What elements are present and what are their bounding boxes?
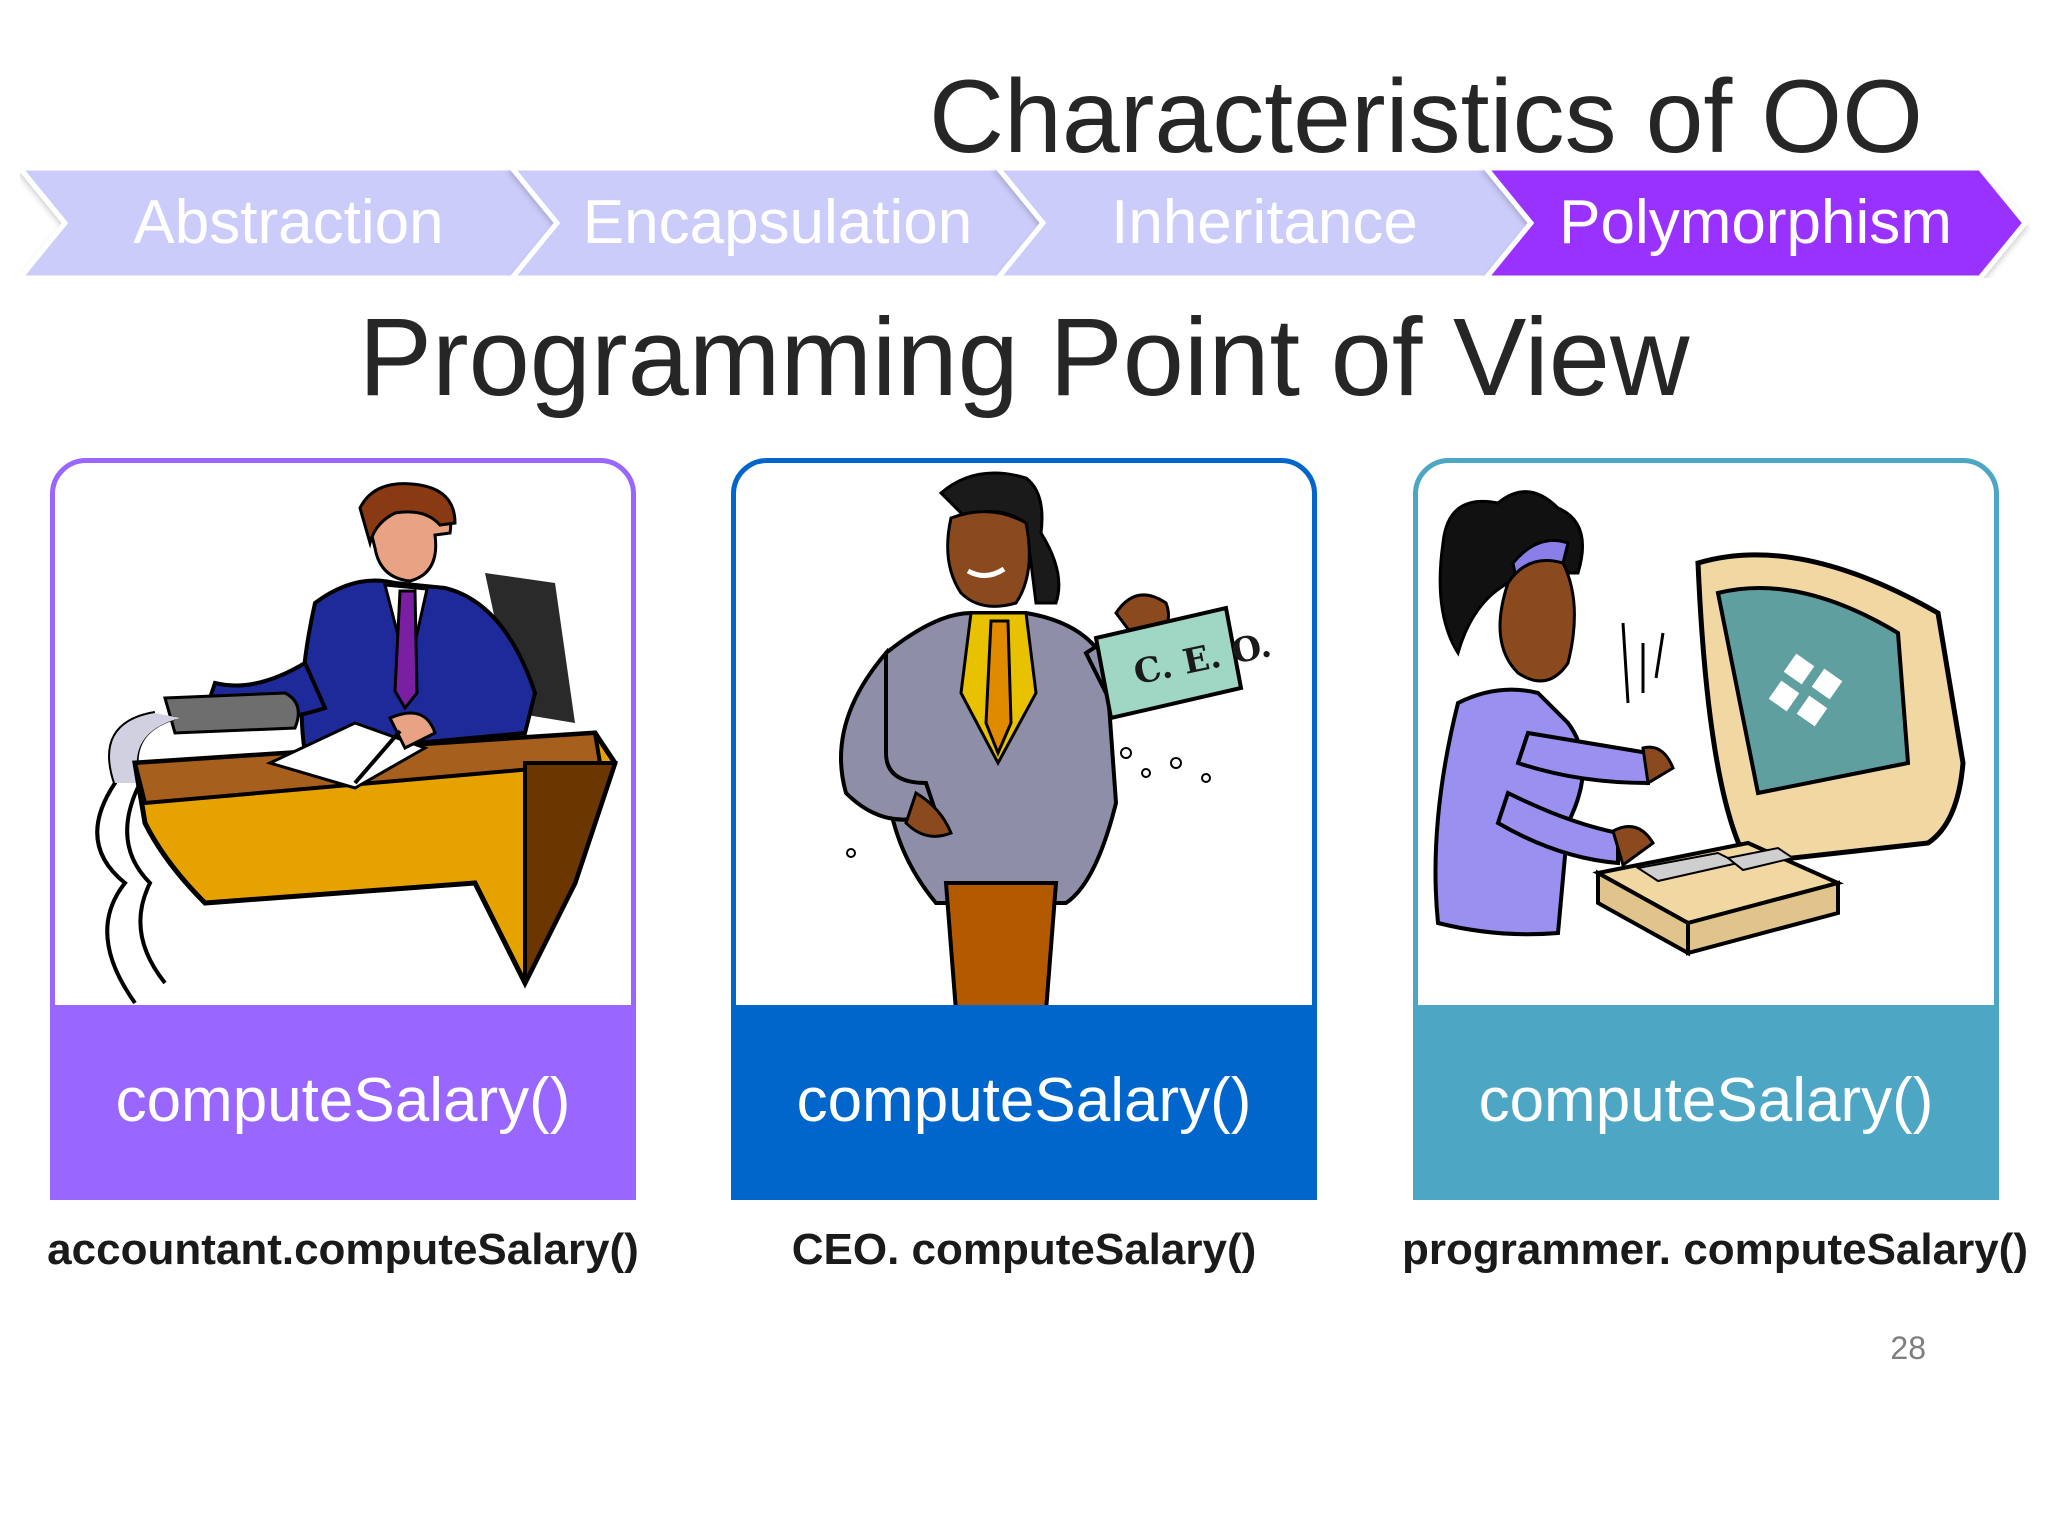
ceo-method-label: computeSalary(): [736, 1005, 1312, 1195]
programmer-card: computeSalary(): [1413, 458, 1999, 1200]
ceo-caption: CEO. computeSalary(): [791, 1225, 1257, 1274]
chevron-polymorphism: [1482, 168, 2029, 278]
programmer-at-computer-illustration: [1433, 490, 1966, 957]
slide-subtitle: Programming Point of View: [358, 296, 1690, 419]
step-label-inheritance: Inheritance: [1111, 188, 1418, 257]
accountant-method-label: computeSalary(): [55, 1005, 631, 1195]
chevron-inheritance: [994, 168, 1535, 278]
accountant-at-desk-illustration: [95, 482, 618, 1005]
step-label-abstraction: Abstraction: [133, 188, 444, 257]
slide-title: Characteristics of OO: [928, 59, 1923, 175]
step-label-encapsulation: Encapsulation: [582, 188, 973, 257]
chevron-abstraction: [20, 168, 561, 278]
process-chevron-bar: Abstraction Encapsulation Inheritance Po…: [20, 168, 2030, 278]
chevron-shapes: [20, 168, 2029, 278]
programmer-method-label: computeSalary(): [1418, 1005, 1994, 1195]
chevron-encapsulation: [508, 168, 1047, 278]
accountant-caption: accountant.computeSalary(): [47, 1225, 639, 1274]
step-label-polymorphism: Polymorphism: [1559, 188, 1952, 257]
page-number: 28: [1890, 1330, 1926, 1366]
ceo-card: C. E. O. computeSalary(): [731, 458, 1317, 1200]
accountant-card: computeSalary(): [50, 458, 636, 1200]
ceo-holding-card-illustration: C. E. O.: [839, 471, 1275, 1011]
programmer-caption: programmer. computeSalary(): [1402, 1225, 2028, 1274]
